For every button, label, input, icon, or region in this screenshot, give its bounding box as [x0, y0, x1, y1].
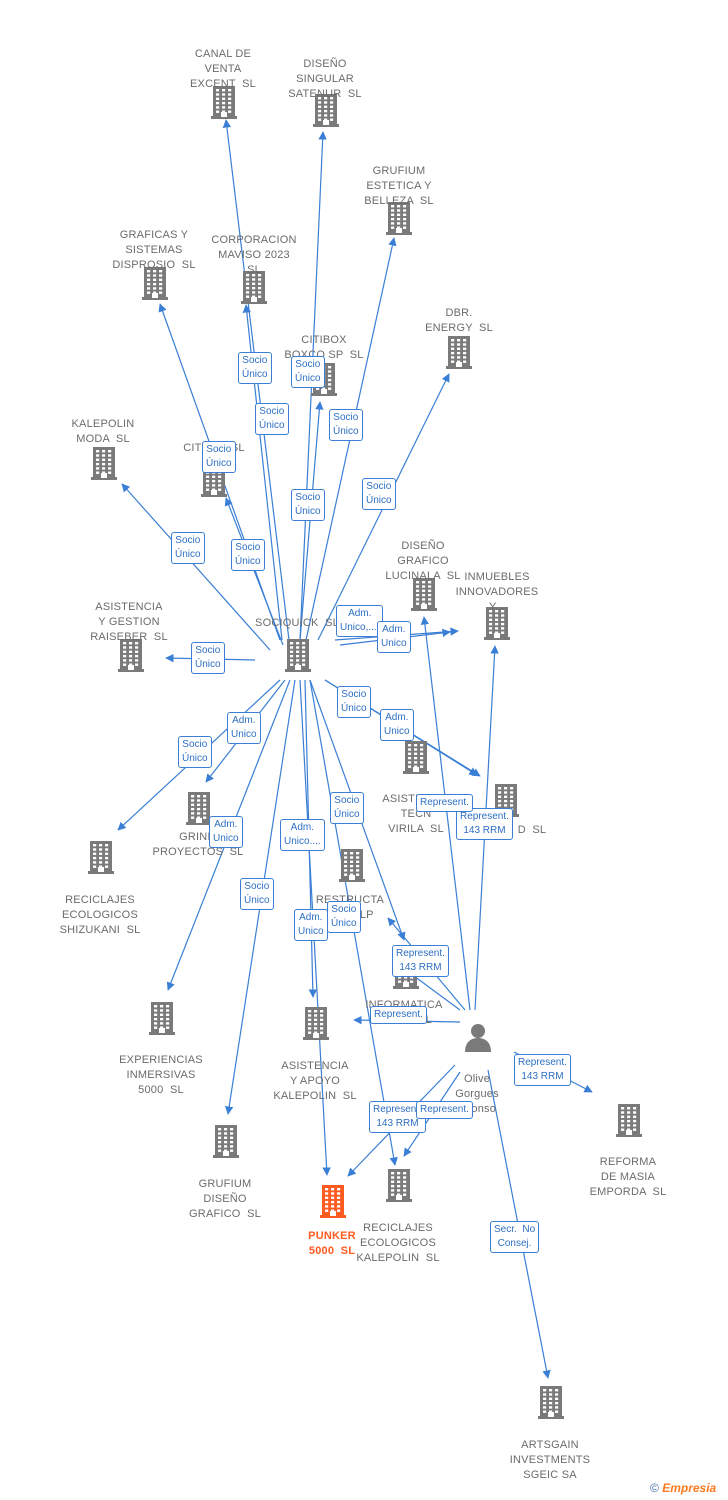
- node-label-grufiumest[interactable]: GRUFIUM ESTETICA Y BELLEZA SL: [364, 165, 434, 207]
- edge-sociquick-to-kalepolinmoda: [121, 483, 271, 651]
- copyright-symbol: ©: [650, 1481, 659, 1495]
- edge-label[interactable]: Adm. Unico: [294, 909, 328, 941]
- building-icon[interactable]: [213, 1124, 239, 1158]
- building-icon[interactable]: [386, 201, 412, 235]
- building-icon[interactable]: [91, 446, 117, 480]
- edge-sociquick-to-citibo: [224, 497, 284, 646]
- node-label-disenosing[interactable]: DISEÑO SINGULAR SATENUR SL: [288, 58, 362, 100]
- edge-label[interactable]: Adm. Unico: [227, 712, 261, 744]
- node-label-reforma[interactable]: REFORMA DE MASIA EMPORDA SL: [589, 1156, 667, 1198]
- edge-label[interactable]: Socio Único: [255, 403, 289, 435]
- node-label-corporacion[interactable]: CORPORACION MAVISO 2023 SL: [211, 234, 297, 276]
- building-icon[interactable]: [303, 1006, 329, 1040]
- building-icon[interactable]: [285, 638, 311, 672]
- building-icon[interactable]: [88, 840, 114, 874]
- edge-label[interactable]: Adm. Unico,....: [336, 605, 384, 637]
- edge-label[interactable]: Socio Único: [291, 356, 325, 388]
- building-icon[interactable]: [186, 791, 212, 825]
- edge-label[interactable]: Socio Único: [291, 489, 325, 521]
- building-icon[interactable]: [386, 1168, 412, 1202]
- edge-label[interactable]: Socio Único: [337, 686, 371, 718]
- edge-label[interactable]: Represent.: [370, 1006, 427, 1024]
- credit: © Empresia: [650, 1481, 716, 1495]
- building-icon[interactable]: [403, 740, 429, 774]
- edge-label[interactable]: Adm. Unico: [380, 709, 414, 741]
- building-icon[interactable]: [313, 93, 339, 127]
- edge-label[interactable]: Adm. Unico: [209, 816, 243, 848]
- edge-label[interactable]: Represent. 143 RRM: [456, 808, 513, 840]
- node-label-graficas[interactable]: GRAFICAS Y SISTEMAS DISPROSIO SL: [112, 229, 196, 271]
- edge-label[interactable]: Socio Único: [238, 352, 272, 384]
- node-label-artsgain[interactable]: ARTSGAIN INVESTMENTS SGEIC SA: [509, 1439, 591, 1481]
- node-label-reciclajeskal[interactable]: RECICLAJES ECOLOGICOS KALEPOLIN SL: [356, 1222, 440, 1264]
- edge-label[interactable]: Adm. Unico: [377, 621, 411, 653]
- edge-label[interactable]: Socio Único: [362, 478, 396, 510]
- building-icon[interactable]: [538, 1385, 564, 1419]
- node-label-disenograf[interactable]: DISEÑO GRAFICO LUCINALA SL: [385, 540, 461, 582]
- building-icon[interactable]: [320, 1184, 346, 1218]
- edge-label[interactable]: Socio Único: [231, 539, 265, 571]
- building-icon[interactable]: [118, 638, 144, 672]
- building-icon[interactable]: [411, 577, 437, 611]
- building-icon[interactable]: [211, 85, 237, 119]
- building-icon[interactable]: [241, 270, 267, 304]
- node-label-grinm[interactable]: GRINM PROYECTOS SL: [152, 831, 244, 858]
- edge-label[interactable]: Represent.: [416, 1101, 473, 1119]
- node-label-asistgestion[interactable]: ASISTENCIA Y GESTION RAISEBER SL: [90, 601, 168, 643]
- edge-label[interactable]: Socio Único: [240, 878, 274, 910]
- node-label-sociquick[interactable]: SOCIQUICK SL: [255, 617, 339, 629]
- node-label-kalepolinmoda[interactable]: KALEPOLIN MODA SL: [71, 418, 135, 445]
- node-label-dsl[interactable]: D SL: [517, 824, 547, 836]
- person-icon[interactable]: [463, 1022, 493, 1052]
- building-icon[interactable]: [142, 266, 168, 300]
- edge-label[interactable]: Secr. No Consej.: [490, 1221, 540, 1253]
- edge-olive-to-disenograf: [420, 616, 471, 1011]
- edge-label[interactable]: Socio Único: [202, 441, 236, 473]
- brand-logo: Empresia: [662, 1481, 717, 1495]
- node-label-experiencias[interactable]: EXPERIENCIAS INMERSIVAS 5000 SL: [119, 1054, 203, 1096]
- edge-label[interactable]: Socio Único: [191, 642, 225, 674]
- edge-label[interactable]: Represent. 143 RRM: [514, 1054, 571, 1086]
- node-label-dbr[interactable]: DBR. ENERGY SL: [425, 307, 493, 334]
- edge-label[interactable]: Represent.: [416, 794, 473, 812]
- building-icon[interactable]: [149, 1001, 175, 1035]
- building-icon[interactable]: [616, 1103, 642, 1137]
- edge-label[interactable]: Socio Único: [330, 792, 364, 824]
- node-label-asistapoyo[interactable]: ASISTENCIA Y APOYO KALEPOLIN SL: [273, 1060, 357, 1102]
- edge-label[interactable]: Represent. 143 RRM: [392, 945, 449, 977]
- node-label-punker[interactable]: PUNKER 5000 SL: [308, 1230, 356, 1257]
- building-icon[interactable]: [484, 606, 510, 640]
- edge-label[interactable]: Socio Único: [329, 409, 363, 441]
- node-label-grufiumdis[interactable]: GRUFIUM DISEÑO GRAFICO SL: [189, 1178, 261, 1220]
- edge-sociquick-to-citiboxboxco: [299, 401, 324, 641]
- building-icon[interactable]: [446, 335, 472, 369]
- edge-label[interactable]: Socio Único: [178, 736, 212, 768]
- node-label-reciclajesshiz[interactable]: RECICLAJES ECOLOGICOS SHIZUKANI SL: [59, 894, 141, 936]
- building-icon[interactable]: [339, 848, 365, 882]
- edge-label[interactable]: Socio Único: [171, 532, 205, 564]
- edge-label[interactable]: Adm. Unico....: [280, 819, 325, 851]
- node-label-inmuebles[interactable]: INMUEBLES INNOVADORES Y...: [455, 571, 539, 613]
- node-label-canal[interactable]: CANAL DE VENTA EXCENT SL: [190, 48, 256, 90]
- edge-label[interactable]: Socio Único: [327, 901, 361, 933]
